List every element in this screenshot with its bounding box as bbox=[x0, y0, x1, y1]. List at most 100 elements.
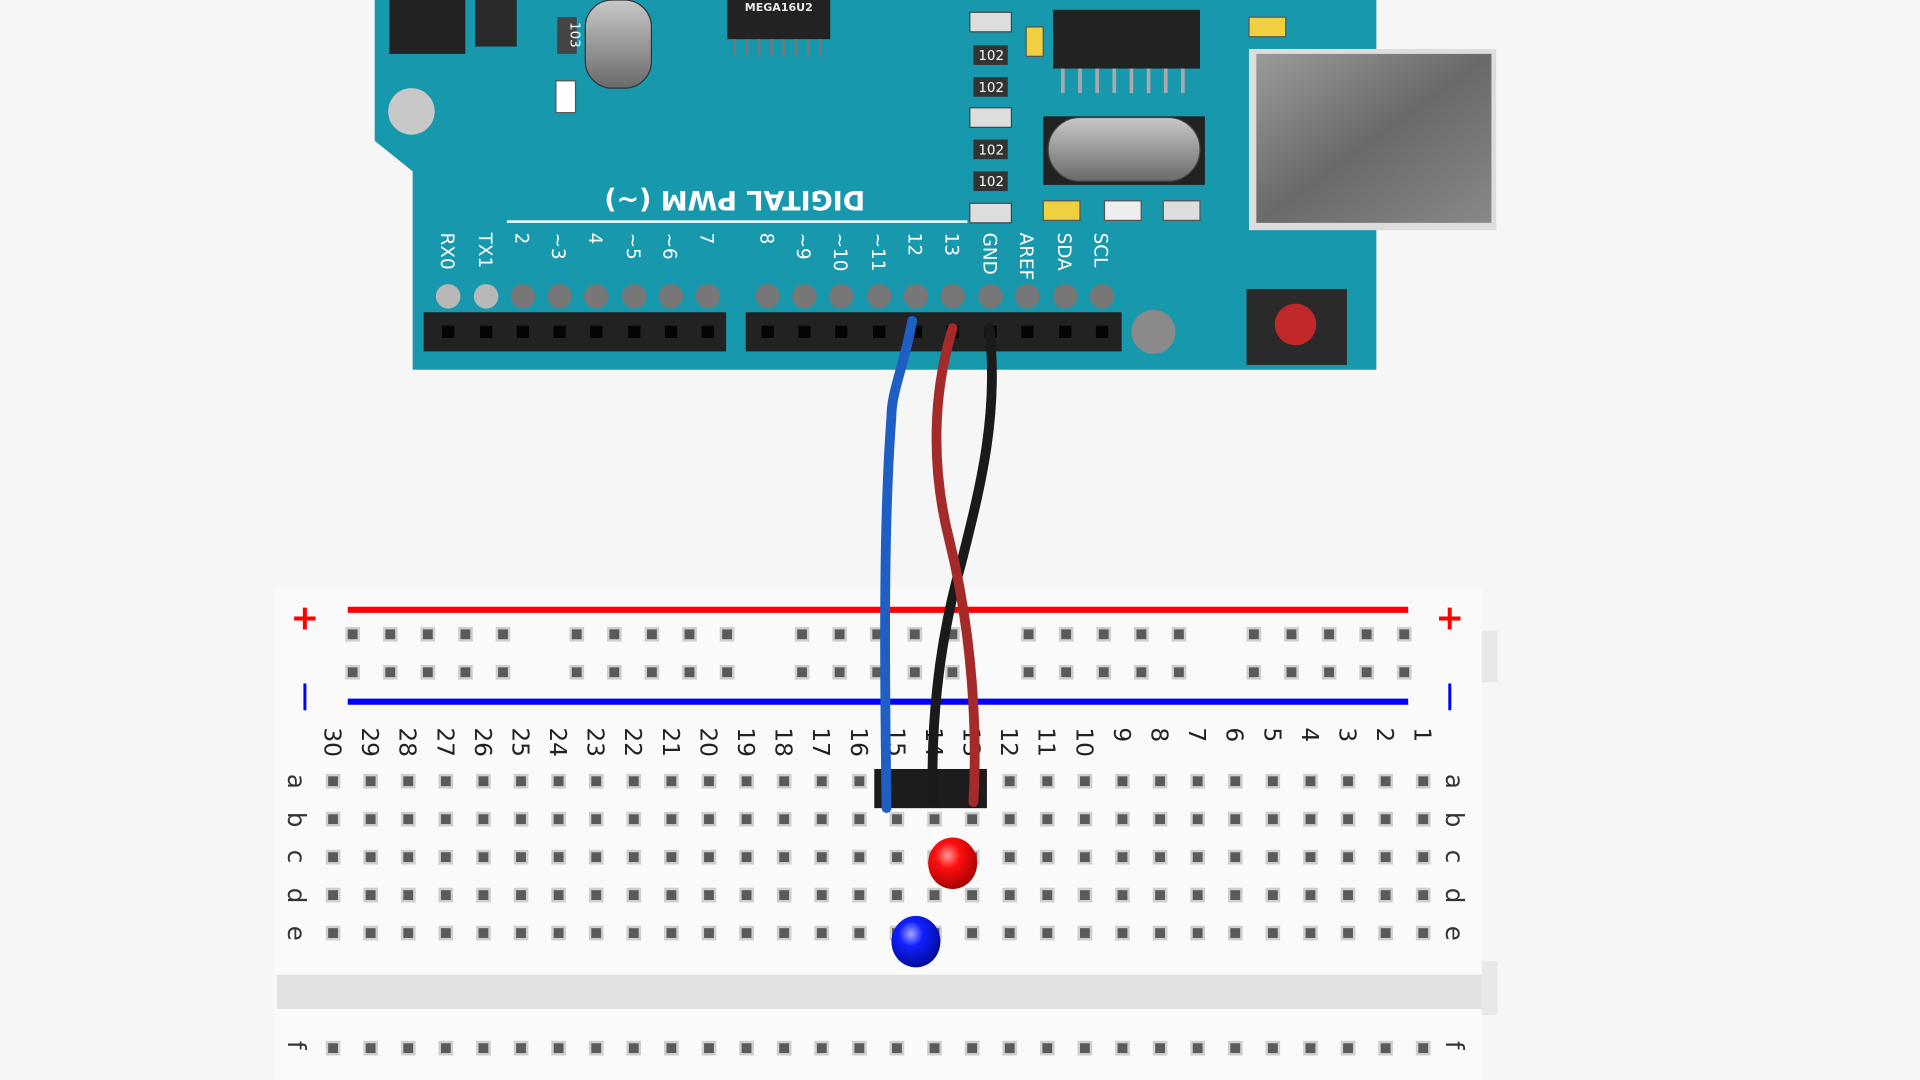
breadboard-hole[interactable] bbox=[1002, 887, 1018, 903]
breadboard-hole[interactable] bbox=[325, 887, 341, 903]
breadboard-hole[interactable] bbox=[1396, 664, 1412, 680]
breadboard-hole[interactable] bbox=[325, 849, 341, 865]
reset-button[interactable] bbox=[1246, 288, 1347, 365]
breadboard-hole[interactable] bbox=[438, 1040, 454, 1056]
breadboard-hole[interactable] bbox=[1415, 1040, 1431, 1056]
breadboard-hole[interactable] bbox=[1303, 849, 1318, 865]
breadboard-hole[interactable] bbox=[927, 811, 942, 827]
breadboard-hole[interactable] bbox=[1303, 925, 1318, 941]
breadboard-hole[interactable] bbox=[551, 887, 566, 903]
breadboard-hole[interactable] bbox=[363, 811, 379, 827]
breadboard-hole[interactable] bbox=[1190, 1040, 1206, 1056]
breadboard-hole[interactable] bbox=[794, 626, 810, 642]
breadboard-hole[interactable] bbox=[1340, 925, 1356, 941]
breadboard-hole[interactable] bbox=[325, 1040, 341, 1056]
breadboard-hole[interactable] bbox=[476, 811, 491, 827]
header-socket[interactable] bbox=[798, 325, 811, 338]
breadboard-hole[interactable] bbox=[776, 887, 792, 903]
breadboard-hole[interactable] bbox=[1378, 1040, 1393, 1056]
breadboard-hole[interactable] bbox=[588, 811, 604, 827]
breadboard-hole[interactable] bbox=[851, 849, 867, 865]
breadboard-hole[interactable] bbox=[551, 925, 566, 941]
breadboard-hole[interactable] bbox=[476, 849, 491, 865]
breadboard-hole[interactable] bbox=[1340, 849, 1356, 865]
breadboard-hole[interactable] bbox=[664, 887, 679, 903]
breadboard-hole[interactable] bbox=[776, 849, 792, 865]
breadboard-hole[interactable] bbox=[1039, 811, 1055, 827]
breadboard-hole[interactable] bbox=[1378, 811, 1393, 827]
breadboard-hole[interactable] bbox=[1115, 887, 1130, 903]
breadboard-hole[interactable] bbox=[1152, 925, 1168, 941]
breadboard-hole[interactable] bbox=[626, 773, 642, 789]
breadboard-hole[interactable] bbox=[588, 849, 604, 865]
breadboard-hole[interactable] bbox=[964, 1040, 980, 1056]
breadboard-hole[interactable] bbox=[1340, 811, 1356, 827]
breadboard-hole[interactable] bbox=[664, 773, 679, 789]
breadboard-hole[interactable] bbox=[1359, 664, 1374, 680]
breadboard-hole[interactable] bbox=[739, 773, 754, 789]
breadboard-hole[interactable] bbox=[1002, 849, 1018, 865]
breadboard-hole[interactable] bbox=[1077, 887, 1093, 903]
breadboard-hole[interactable] bbox=[719, 664, 735, 680]
breadboard-hole[interactable] bbox=[1415, 849, 1431, 865]
breadboard-hole[interactable] bbox=[626, 925, 642, 941]
breadboard-hole[interactable] bbox=[776, 925, 792, 941]
breadboard-hole[interactable] bbox=[927, 1040, 942, 1056]
breadboard-hole[interactable] bbox=[889, 887, 905, 903]
breadboard-hole[interactable] bbox=[363, 773, 379, 789]
breadboard-hole[interactable] bbox=[1378, 925, 1393, 941]
breadboard-hole[interactable] bbox=[1077, 811, 1093, 827]
breadboard-hole[interactable] bbox=[438, 925, 454, 941]
breadboard-hole[interactable] bbox=[1340, 1040, 1356, 1056]
breadboard-hole[interactable] bbox=[739, 925, 754, 941]
breadboard-hole[interactable] bbox=[644, 626, 660, 642]
breadboard-hole[interactable] bbox=[1115, 849, 1130, 865]
breadboard-hole[interactable] bbox=[927, 887, 942, 903]
breadboard-hole[interactable] bbox=[1002, 925, 1018, 941]
breadboard-hole[interactable] bbox=[1021, 664, 1036, 680]
breadboard-hole[interactable] bbox=[345, 626, 360, 642]
breadboard-hole[interactable] bbox=[513, 925, 529, 941]
breadboard-hole[interactable] bbox=[1303, 887, 1318, 903]
breadboard-hole[interactable] bbox=[513, 811, 529, 827]
breadboard-hole[interactable] bbox=[476, 773, 491, 789]
breadboard-hole[interactable] bbox=[1378, 887, 1393, 903]
breadboard-hole[interactable] bbox=[400, 773, 416, 789]
breadboard-hole[interactable] bbox=[739, 849, 754, 865]
breadboard-hole[interactable] bbox=[458, 626, 473, 642]
breadboard-hole[interactable] bbox=[551, 811, 566, 827]
header-socket[interactable] bbox=[1095, 325, 1109, 338]
breadboard-hole[interactable] bbox=[1190, 811, 1206, 827]
breadboard-hole[interactable] bbox=[1227, 925, 1243, 941]
breadboard-hole[interactable] bbox=[701, 887, 717, 903]
breadboard-hole[interactable] bbox=[1077, 849, 1093, 865]
breadboard-hole[interactable] bbox=[701, 1040, 717, 1056]
header-socket[interactable] bbox=[835, 325, 848, 338]
breadboard-hole[interactable] bbox=[1152, 849, 1168, 865]
breadboard-hole[interactable] bbox=[438, 773, 454, 789]
breadboard-hole[interactable] bbox=[476, 887, 491, 903]
breadboard-hole[interactable] bbox=[1133, 626, 1149, 642]
breadboard-hole[interactable] bbox=[1058, 664, 1074, 680]
breadboard-hole[interactable] bbox=[569, 664, 585, 680]
breadboard-hole[interactable] bbox=[400, 887, 416, 903]
breadboard-hole[interactable] bbox=[626, 887, 642, 903]
breadboard-hole[interactable] bbox=[1284, 664, 1299, 680]
header-socket[interactable] bbox=[516, 325, 529, 338]
breadboard-hole[interactable] bbox=[1265, 887, 1281, 903]
led-blue[interactable] bbox=[891, 915, 941, 968]
header-socket[interactable] bbox=[628, 325, 641, 338]
breadboard-hole[interactable] bbox=[363, 1040, 379, 1056]
breadboard-hole[interactable] bbox=[1039, 887, 1055, 903]
breadboard-hole[interactable] bbox=[551, 1040, 566, 1056]
breadboard-hole[interactable] bbox=[832, 626, 847, 642]
breadboard-hole[interactable] bbox=[814, 1040, 830, 1056]
breadboard-hole[interactable] bbox=[1002, 773, 1018, 789]
breadboard-hole[interactable] bbox=[1321, 626, 1337, 642]
breadboard-hole[interactable] bbox=[907, 626, 923, 642]
breadboard-hole[interactable] bbox=[1002, 811, 1018, 827]
breadboard-hole[interactable] bbox=[1415, 887, 1431, 903]
breadboard-hole[interactable] bbox=[1303, 811, 1318, 827]
header-socket[interactable] bbox=[590, 325, 603, 338]
breadboard-hole[interactable] bbox=[1321, 664, 1337, 680]
